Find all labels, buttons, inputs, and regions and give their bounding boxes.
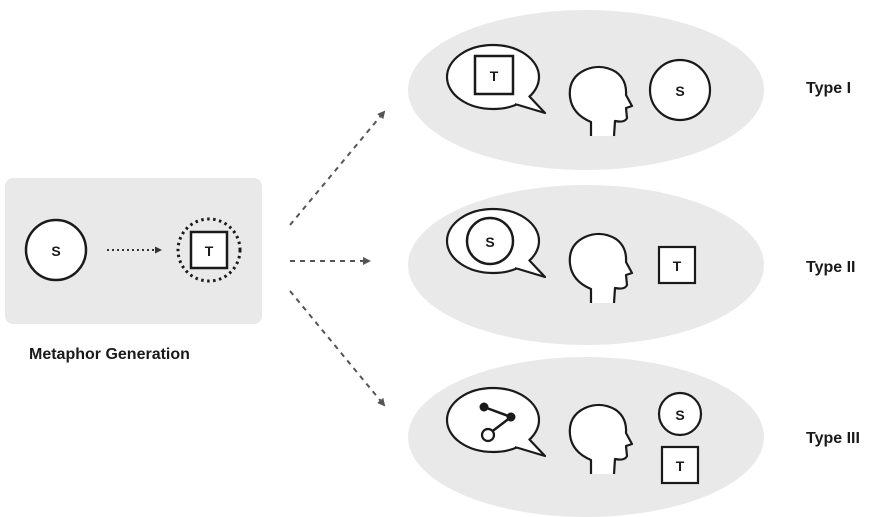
source-circle-icon: S	[465, 216, 515, 266]
type-1-bubble-symbol: T	[490, 68, 499, 84]
type-2-side-symbol: T	[673, 258, 682, 274]
speech-bubble-icon	[445, 386, 547, 458]
source-circle-icon: S	[648, 58, 712, 122]
type-1-side-symbol: S	[675, 83, 684, 99]
type-1-group: T S	[408, 10, 764, 170]
target-square-icon: T	[657, 245, 697, 285]
type-3-side-symbol-bottom: T	[676, 458, 685, 474]
relation-graph-icon	[479, 402, 516, 443]
type-3-group: S T	[408, 357, 764, 517]
source-circle-icon: S	[657, 391, 703, 437]
arrow-to-type-3	[289, 290, 386, 407]
type-1-label: Type I	[806, 80, 852, 97]
head-icon	[568, 403, 634, 475]
type-3-side-symbol-top: S	[675, 407, 684, 423]
source-circle-icon: S	[24, 218, 88, 282]
source-symbol: S	[51, 243, 60, 259]
type-2-label: Type II	[806, 259, 856, 276]
type-2-bubble-symbol: S	[485, 234, 494, 250]
target-square-icon: T	[473, 54, 515, 96]
metaphor-generation-label: Metaphor Generation	[29, 346, 190, 363]
target-square-icon: T	[660, 445, 700, 485]
type-3-label: Type III	[806, 430, 860, 447]
head-icon	[568, 232, 634, 304]
head-icon	[568, 65, 634, 137]
target-symbol: T	[205, 243, 214, 259]
arrow-to-type-1	[289, 110, 386, 226]
type-2-group: S T	[408, 185, 764, 345]
target-square-icon: T	[176, 217, 242, 283]
